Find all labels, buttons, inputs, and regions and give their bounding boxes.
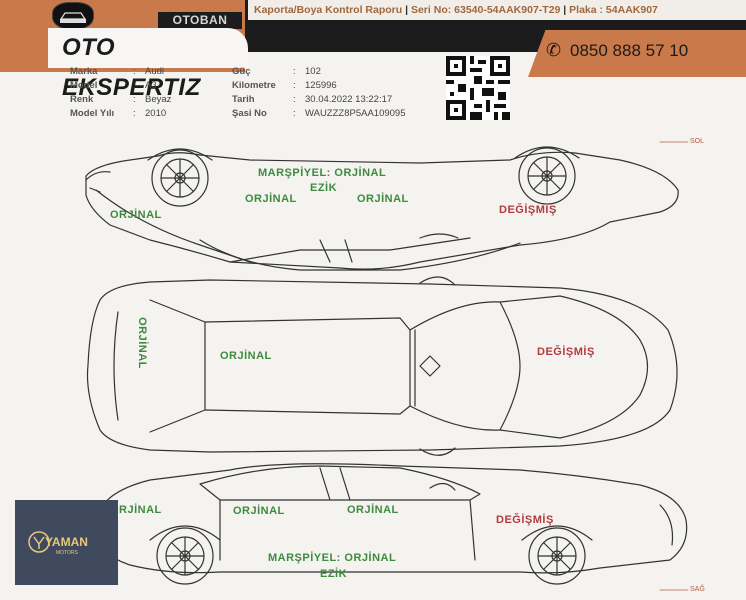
phone-number: 0850 888 57 10	[570, 41, 689, 60]
dealer-watermark	[15, 500, 118, 585]
side-label-right: SAĞ	[690, 586, 705, 593]
qr-code-icon	[446, 56, 510, 120]
status-bottom-front-door: ORJİNAL	[233, 505, 285, 517]
watermark-name: YAMAN	[45, 535, 88, 549]
status-top-front: ORJİNAL	[110, 209, 162, 221]
report-info-bar: Kaporta/Boya Kontrol Raporu | Seri No: 6…	[248, 0, 746, 20]
watermark-sub: MOTORS	[56, 550, 78, 556]
page-title: OTO EKSPERTIZ	[48, 28, 248, 101]
status-bottom-front: ORJİNAL	[110, 504, 162, 516]
serial-number: Seri No: 63540-54AAK907-T29	[410, 4, 561, 16]
status-roof-mid: ORJİNAL	[220, 350, 272, 362]
marka-label: Marka	[70, 66, 98, 77]
guc-label: Güç	[232, 66, 251, 77]
car-top-view	[86, 276, 678, 456]
status-bottom-rear: DEĞİŞMİŞ	[496, 514, 554, 526]
tarih-label: Tarih	[232, 94, 255, 105]
car-left-side	[85, 146, 679, 271]
phone-box	[528, 30, 746, 77]
guc-value: 102	[305, 66, 321, 77]
status-top-rear-door: ORJİNAL	[357, 193, 409, 205]
tarih-value: 30.04.2022 13:22:17	[305, 94, 393, 105]
sasi-value: WAUZZZ8P5AA109095	[305, 108, 406, 119]
status-bottom-ezik: EZİK	[320, 568, 348, 580]
status-bottom-rear-door: ORJİNAL	[347, 504, 399, 516]
status-bottom-marspiyel: MARŞPİYEL: ORJİNAL	[268, 552, 397, 564]
km-value: 125996	[305, 80, 337, 91]
car-logo-icon	[52, 2, 94, 30]
model-label: Model	[70, 80, 98, 91]
km-label: Kilometre	[232, 80, 276, 91]
model-yili-value: 2010	[145, 108, 167, 119]
side-label-left: SOL	[690, 138, 705, 145]
renk-label: Renk	[70, 94, 94, 105]
model-yili-label: Model Yılı	[70, 108, 115, 119]
status-top-front-door: ORJİNAL	[245, 193, 297, 205]
phone-icon: ✆	[546, 40, 562, 61]
model-value: A3	[145, 80, 157, 91]
marka-value: Audi	[145, 66, 165, 77]
renk-value: Beyaz	[145, 94, 172, 105]
car-right-side	[95, 463, 688, 585]
status-top-marspiyel: MARŞPİYEL: ORJİNAL	[258, 167, 387, 179]
plate-number: Plaka : 54AAK907	[569, 4, 658, 16]
brand-tag: OTOBAN	[158, 12, 242, 29]
report-title: Kaporta/Boya Kontrol Raporu	[254, 4, 403, 16]
status-top-ezik: EZİK	[310, 182, 338, 194]
sasi-label: Şasi No	[232, 108, 267, 119]
status-top-rear: DEĞİŞMİŞ	[499, 204, 557, 216]
status-roof-front: ORJİNAL	[135, 317, 148, 369]
status-roof-rear: DEĞİŞMİŞ	[537, 346, 595, 358]
